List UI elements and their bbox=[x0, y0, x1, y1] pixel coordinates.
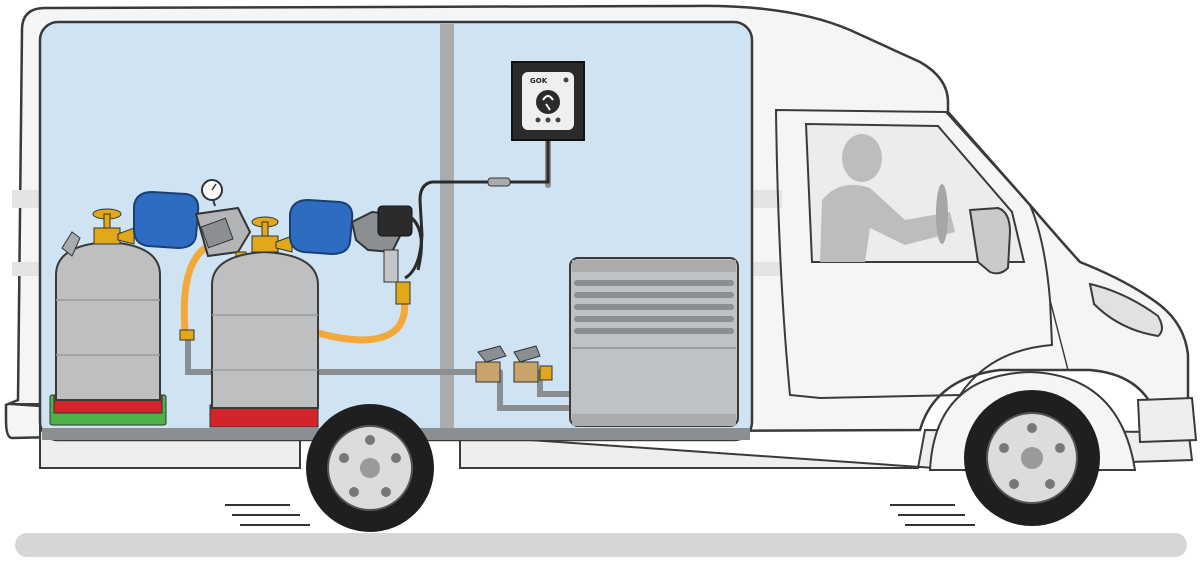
side-stripe-rear bbox=[12, 190, 42, 208]
motion-lines-rear bbox=[225, 504, 310, 526]
headlight bbox=[1088, 282, 1163, 338]
door-seam bbox=[1049, 299, 1069, 371]
remote-gas-valve bbox=[350, 205, 423, 305]
side-stripe-mid bbox=[752, 190, 782, 208]
cab-door bbox=[774, 108, 1054, 400]
side-stripe-rear-2 bbox=[12, 262, 42, 276]
touch-button-icon bbox=[536, 90, 560, 114]
control-panel: GOK bbox=[511, 61, 585, 141]
interior-partition bbox=[440, 24, 454, 438]
side-mirror bbox=[968, 206, 1012, 275]
gas-cylinder-2 bbox=[209, 216, 319, 428]
rear-wheel bbox=[306, 404, 434, 532]
front-bumper bbox=[1136, 396, 1198, 444]
regulator-2 bbox=[289, 198, 354, 256]
front-wheel bbox=[928, 370, 1137, 526]
gas-cylinder-1 bbox=[49, 208, 167, 426]
valve-handle-2 bbox=[513, 345, 541, 363]
driver-silhouette bbox=[820, 134, 955, 262]
gas-heater bbox=[569, 257, 739, 427]
cable-connector bbox=[487, 177, 511, 187]
road bbox=[15, 533, 1187, 557]
regulator-1 bbox=[133, 190, 200, 250]
shutoff-valves bbox=[475, 345, 553, 383]
heater-grille bbox=[574, 280, 734, 334]
motion-lines-front bbox=[890, 504, 975, 526]
switchover-valve bbox=[194, 179, 252, 267]
side-stripe-mid-2 bbox=[752, 262, 782, 276]
control-panel-brand: GOK bbox=[530, 77, 548, 85]
valve-handle-1 bbox=[477, 345, 507, 363]
hose-fitting bbox=[179, 329, 195, 341]
control-cable bbox=[404, 140, 550, 280]
